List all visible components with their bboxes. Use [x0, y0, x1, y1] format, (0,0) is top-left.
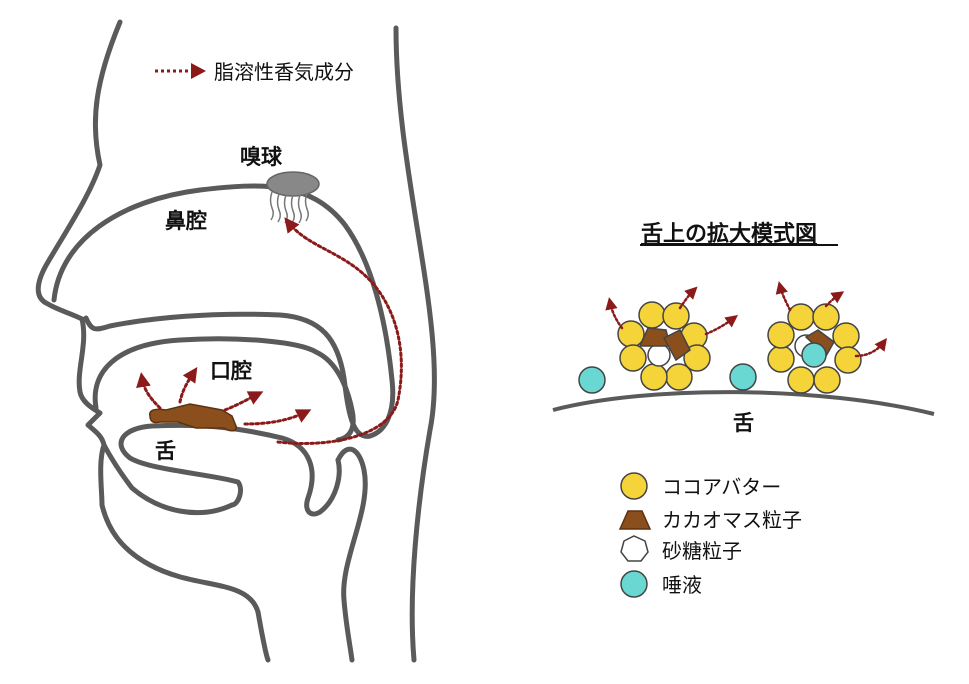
aroma-arrow: [243, 409, 312, 426]
particle-cluster-right: [767, 303, 862, 394]
particle-cluster-left: [617, 301, 711, 391]
legend-arrow-item: 脂溶性香気成分: [155, 60, 354, 84]
aroma-arrow: [704, 315, 739, 336]
aroma-arrow: [178, 367, 198, 404]
aroma-arrow: [854, 338, 888, 358]
aroma-arrow: [605, 297, 624, 330]
aroma-arrow: [678, 286, 698, 310]
olfactory-bulb-icon: [266, 171, 320, 197]
neck-back-outline: [393, 25, 437, 663]
oral-cavity-roof: [92, 336, 356, 443]
legend: ココアバター カカオマス粒子 砂糖粒子 唾液: [618, 472, 802, 598]
legend-item-cocoa-butter: ココアバター: [620, 472, 781, 500]
head-profile: [35, 19, 437, 663]
saliva-droplet: [729, 363, 757, 391]
olfactory-bulb-label: 嗅球: [240, 145, 283, 169]
olfactory-bulb: [266, 171, 320, 224]
oral-cavity-label: 口腔: [210, 359, 252, 383]
aroma-arrow: [223, 391, 264, 412]
tongue-surface-line: [552, 390, 935, 416]
legend-label-cacao-mass: カカオマス粒子: [662, 508, 802, 532]
inset-schematic: 舌上の拡大模式図 舌: [552, 222, 935, 435]
legend-item-sugar: 砂糖粒子: [620, 535, 742, 563]
face-outline: [35, 19, 271, 663]
retronasal-arrow: [276, 217, 403, 445]
inset-title: 舌上の拡大模式図: [641, 222, 817, 247]
olfactory-hairs-icon: [269, 191, 310, 224]
tongue-label: 舌: [155, 439, 176, 463]
aroma-arrow: [775, 281, 792, 312]
nasal-cavity-outline: [51, 183, 396, 439]
saliva-droplet: [578, 366, 606, 394]
saliva-icon: [620, 570, 648, 598]
nasal-cavity-label: 鼻腔: [165, 209, 207, 233]
inset-tongue-label: 舌: [733, 411, 754, 435]
aroma-arrow: [136, 372, 162, 410]
arrowhead-icon: [191, 63, 206, 79]
aroma-arrows-mouth: [136, 217, 403, 445]
pharynx-outline: [335, 446, 368, 663]
chocolate-icon: [148, 403, 238, 432]
cacao-mass-icon: [618, 510, 652, 530]
legend-label-sugar: 砂糖粒子: [662, 539, 742, 563]
legend-label-cocoa-butter: ココアバター: [662, 475, 781, 499]
lower-jaw-outline: [101, 442, 235, 516]
legend-label-saliva: 唾液: [662, 573, 702, 597]
aroma-arrow: [824, 291, 845, 308]
legend-arrow-label: 脂溶性香気成分: [214, 60, 354, 84]
legend-item-saliva: 唾液: [620, 570, 702, 598]
cocoa-butter-icon: [620, 472, 648, 500]
sugar-particle-icon: [620, 535, 649, 562]
chocolate-piece: [148, 403, 238, 432]
aroma-arrows-inset: [605, 281, 888, 358]
legend-item-cacao-mass: カカオマス粒子: [618, 508, 802, 532]
